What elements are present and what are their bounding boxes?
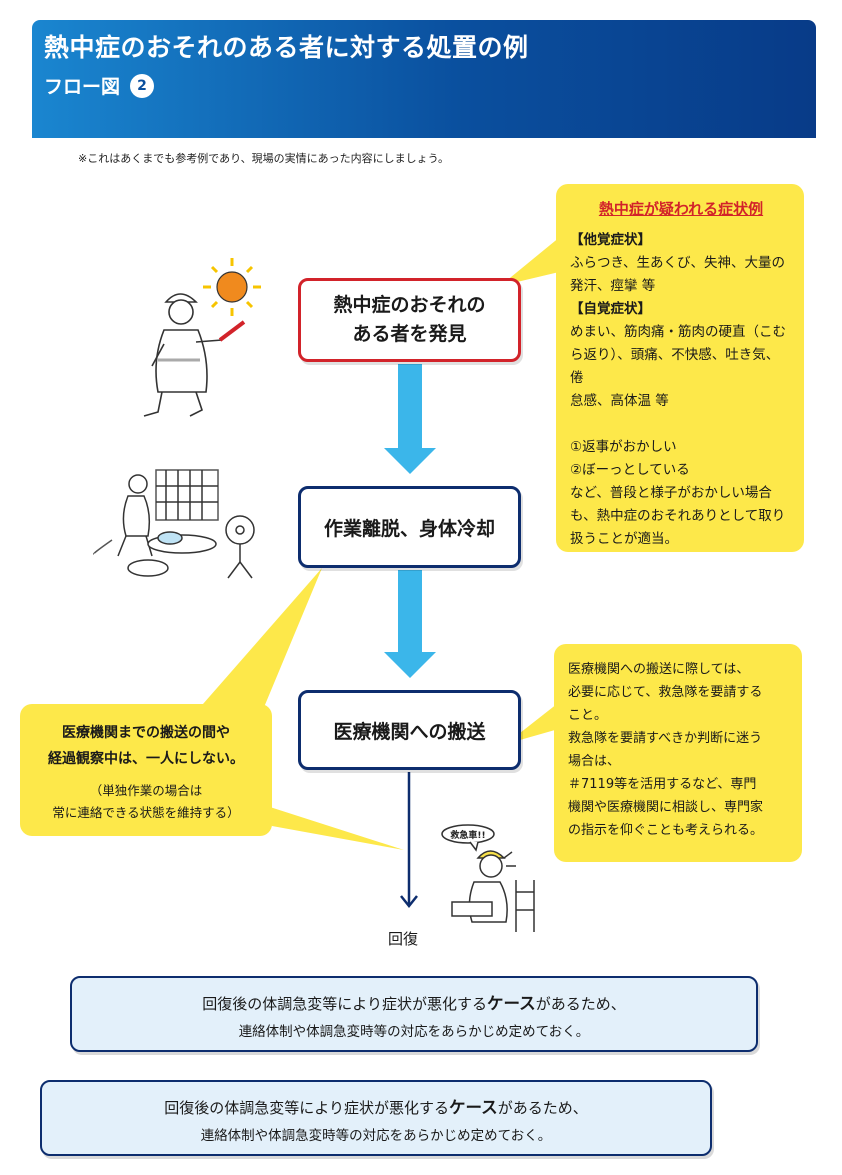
transport-line: 医療機関への搬送に際しては、 [568,662,750,677]
observe-main-line: 経過観察中は、一人にしない。 [48,751,244,767]
transport-line: 場合は、 [568,754,621,769]
page-subtitle: フロー図 2 [44,72,155,99]
observe-callout: 医療機関までの搬送の間や 経過観察中は、一人にしない。 （単独作業の場合は 常に… [20,704,272,836]
notice-bold-text: ケース [487,994,536,1013]
transport-line: の指示を仰ぐことも考えられる。 [568,823,764,838]
transport-line: 救急隊を要請すべきか判断に迷う [568,731,763,746]
step-transport-box: 医療機関への搬送 [298,690,521,770]
notice-line1: 回復後の体調急変等により症状が悪化するケースがあるため、 [72,992,756,1016]
observe-main-line: 医療機関までの搬送の間や [62,725,230,741]
page-title: 熱中症のおそれのある者に対する処置の例 [44,33,529,62]
step-discover-line1: 熱中症のおそれの [333,294,486,316]
sun-icon [203,258,261,316]
transport-line: 必要に応じて、救急隊を要請する [568,685,763,700]
recovery-notice-box: 回復後の体調急変等により症状が悪化するケースがあるため、 連絡体制や体調急変時等… [70,976,758,1052]
subjective-line: めまい、筋肉痛・筋肉の硬直（こむ [570,324,786,340]
transport-line: ＃7119等を活用するなど、専門 [568,777,757,792]
notice-line2: 連絡体制や体調急変時等の対応をあらかじめ定めておく。 [238,1024,590,1040]
flow-arrow-1 [384,364,436,474]
step-number-badge: 2 [130,73,155,98]
recovery-arrowhead [400,895,418,909]
symptoms-title: 熱中症が疑われる症状例 [598,200,764,218]
step-cooling-box: 作業離脱、身体冷却 [298,486,521,568]
objective-line: ふらつき、生あくび、失神、大量の [570,255,786,271]
call-speech-text: 救急車!! [450,829,485,841]
step-transport-label: 医療機関への搬送 [333,720,486,743]
observe-sub-line: （単独作業の場合は [89,783,203,798]
step-discover-line2: ある者を発見 [352,323,467,345]
notice-line1: 回復後の体調急変等により症状が悪化するケースがあるため、 [42,1096,710,1120]
recovery-label: 回復 [388,930,419,948]
subjective-line: ら返り）、頭痛、不快感、吐き気、倦 [570,347,780,386]
observe-sub-line: 常に連絡できる状態を維持する） [52,805,240,820]
dizzy-worker-illustration [143,293,246,417]
cooling-scene-illustration [93,469,255,579]
step-cooling-label: 作業離脱、身体冷却 [323,517,495,540]
header-banner [32,20,816,138]
step-discover-box: 熱中症のおそれの ある者を発見 [298,278,521,362]
transport-line: こと。 [568,708,608,723]
conclusion-line: など、普段と様子がおかしい場合 [570,485,772,501]
reference-note: ※これはあくまでも参考例であり、現場の実情にあった内容にしましょう。 [78,152,450,165]
notice-text: があるため、 [535,995,626,1013]
recovery-notice-box: 回復後の体調急変等により症状が悪化するケースがあるため、 連絡体制や体調急変時等… [40,1080,712,1156]
transport-callout: 医療機関への搬送に際しては、 必要に応じて、救急隊を要請する こと。 救急隊を要… [554,644,802,862]
transport-line: 機関や医療機関に相談し、専門家 [568,800,764,815]
subjective-heading: 【自覚症状】 [570,301,651,317]
notice-line2: 連絡体制や体調急変時等の対応をあらかじめ定めておく。 [200,1128,552,1144]
objective-heading: 【他覚症状】 [570,232,651,248]
symptoms-callout: 熱中症が疑われる症状例 【他覚症状】 ふらつき、生あくび、失神、大量の 発汗、痙… [556,184,804,552]
notice-text: があるため、 [497,1099,588,1117]
flow-arrow-2 [384,570,436,678]
sign-line: ①返事がおかしい [570,439,677,455]
subjective-line: 怠感、高体温 等 [570,393,669,409]
objective-line: 発汗、痙攣 等 [570,278,656,294]
observe-callout-tail-up [196,568,322,712]
notice-bold-text: ケース [449,1098,498,1117]
conclusion-line: も、熱中症のおそれありとして取り [570,508,786,524]
conclusion-line: 扱うことが適当。 [570,531,678,547]
calling-worker-illustration [441,824,535,932]
subtitle-text: フロー図 [44,76,121,98]
notice-text: 回復後の体調急変等により症状が悪化する [164,1099,449,1117]
sign-line: ②ぼーっとしている [570,462,690,478]
notice-text: 回復後の体調急変等により症状が悪化する [202,995,487,1013]
observe-callout-tail-down [248,800,404,850]
